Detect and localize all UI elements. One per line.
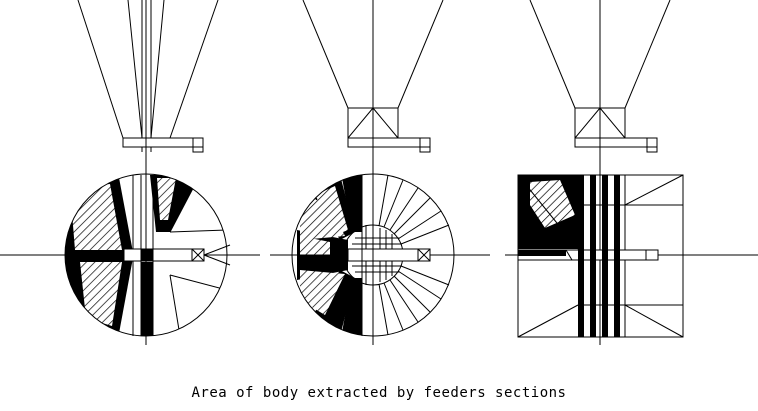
middle-plan	[270, 155, 490, 345]
left-elevation	[77, 0, 219, 160]
left-plan	[0, 155, 260, 345]
diagram-caption: Area of body extracted by feeders sectio…	[191, 385, 567, 401]
right-plan	[505, 155, 758, 345]
right-elevation	[529, 0, 671, 160]
middle-elevation	[302, 0, 444, 160]
